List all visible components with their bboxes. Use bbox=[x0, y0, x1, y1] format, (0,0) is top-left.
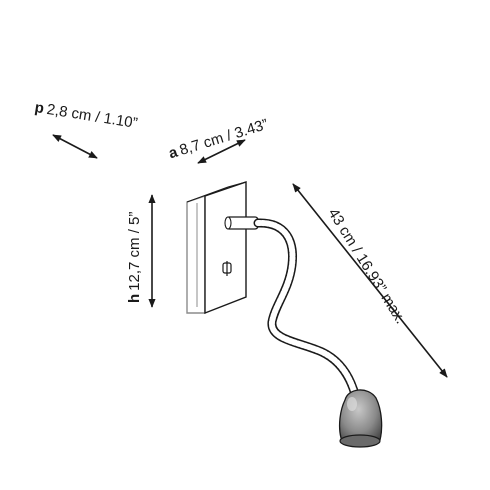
height-label: h 12,7 cm / 5” bbox=[126, 211, 143, 303]
switch-knob bbox=[222, 261, 232, 276]
arm-mount bbox=[224, 216, 259, 230]
depth-arrow bbox=[52, 134, 98, 159]
lamp-shade bbox=[338, 389, 383, 448]
height-symbol: h bbox=[126, 293, 143, 303]
height-value: 12,7 cm / 5” bbox=[126, 211, 143, 291]
wall-plate bbox=[186, 181, 247, 315]
gooseneck-arm bbox=[253, 218, 361, 403]
depth-symbol: p bbox=[33, 99, 46, 118]
width-arrow bbox=[197, 139, 246, 164]
arm-length-arrow bbox=[292, 183, 448, 378]
